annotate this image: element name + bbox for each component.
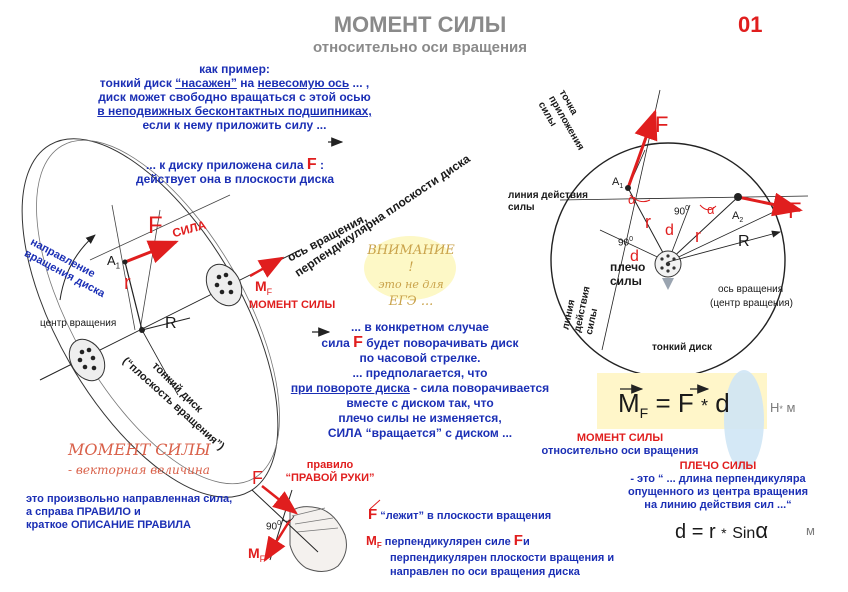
right-radius-R: R: [738, 233, 750, 250]
page-subtitle: относительно оси вращения: [312, 39, 527, 56]
hand-rule-graphic: [251, 485, 347, 572]
rule-title: правило “ПРАВОЙ РУКИ”: [285, 459, 375, 484]
rule-note: это произвольно направленная сила, а спр…: [26, 493, 233, 531]
right-force-right: F: [788, 198, 802, 223]
line-of-action-label: линия действия силы: [508, 190, 588, 213]
left-disk: [21, 138, 301, 498]
right-alpha-1: α: [628, 192, 636, 207]
slide-number: 01: [738, 12, 763, 37]
page-title: МОМЕНТ СИЛЫ: [333, 12, 507, 37]
left-point-a1: A1: [107, 253, 121, 271]
rule-force-symbol: F: [252, 468, 263, 488]
left-force-symbol: F: [148, 212, 163, 239]
right-d-1: d: [665, 222, 674, 239]
right-r-2: r: [695, 226, 701, 246]
left-radius-r: r: [124, 272, 131, 294]
rule-desc-4: направлен по оси вращения диска: [390, 566, 580, 578]
rule-desc-2: MF перпендикулярен силе Fи: [366, 532, 530, 551]
right-angle-90-b: 900: [618, 236, 634, 249]
formula-caption: МОМЕНТ СИЛЫ относительно оси вращения: [541, 432, 699, 457]
left-moment-symbol: MF: [255, 278, 273, 297]
right-point-a1: A1: [612, 176, 624, 191]
right-r-1: r: [645, 212, 651, 232]
right-center-label: (центр вращения): [710, 298, 793, 309]
left-radius-R: R: [165, 315, 177, 332]
right-d-2: d: [630, 248, 639, 265]
intro-text: как пример: тонкий диск “насажен” на нев…: [97, 62, 372, 132]
warning-blob: [364, 236, 456, 300]
left-moment-label: МОМЕНТ СИЛЫ: [249, 299, 336, 311]
moment-formula: MF = F * d: [618, 388, 730, 422]
warning-note: ВНИМАНИЕ ! это не для ЕГЭ ...: [367, 243, 455, 309]
right-point-a2: A2: [732, 210, 744, 225]
rule-moment-symbol: MF: [248, 545, 266, 564]
right-alpha-2: α: [707, 202, 715, 217]
rule-desc-3: перпендикулярен плоскости вращения и: [390, 552, 615, 564]
right-axis-label: ось вращения: [718, 284, 784, 295]
vector-note: МОМЕНТ СИЛЫ - векторная величина: [68, 440, 211, 477]
arm-label: плечо силы: [610, 260, 646, 288]
arm-formula: d = r * Sinα: [675, 518, 769, 543]
explanation-text: ... в конкретном случае сила F будет пов…: [290, 320, 550, 440]
force-applied-text: ... к диску приложена сила F : действует…: [135, 156, 335, 187]
right-disk-label: тонкий диск: [652, 342, 713, 353]
arm-unit: м: [806, 523, 815, 538]
rule-angle: 900: [266, 520, 282, 533]
right-angle-90-a: 900: [674, 205, 690, 218]
rule-desc-1: F “лежит” в плоскости вращения: [368, 506, 552, 523]
left-center-label: центр вращения: [40, 318, 117, 329]
formula-unit: Н* м: [770, 400, 796, 415]
arm-definition: ПЛЕЧО СИЛЫ - это “ ... длина перпендикул…: [627, 460, 808, 511]
right-force-top: F: [655, 112, 669, 137]
